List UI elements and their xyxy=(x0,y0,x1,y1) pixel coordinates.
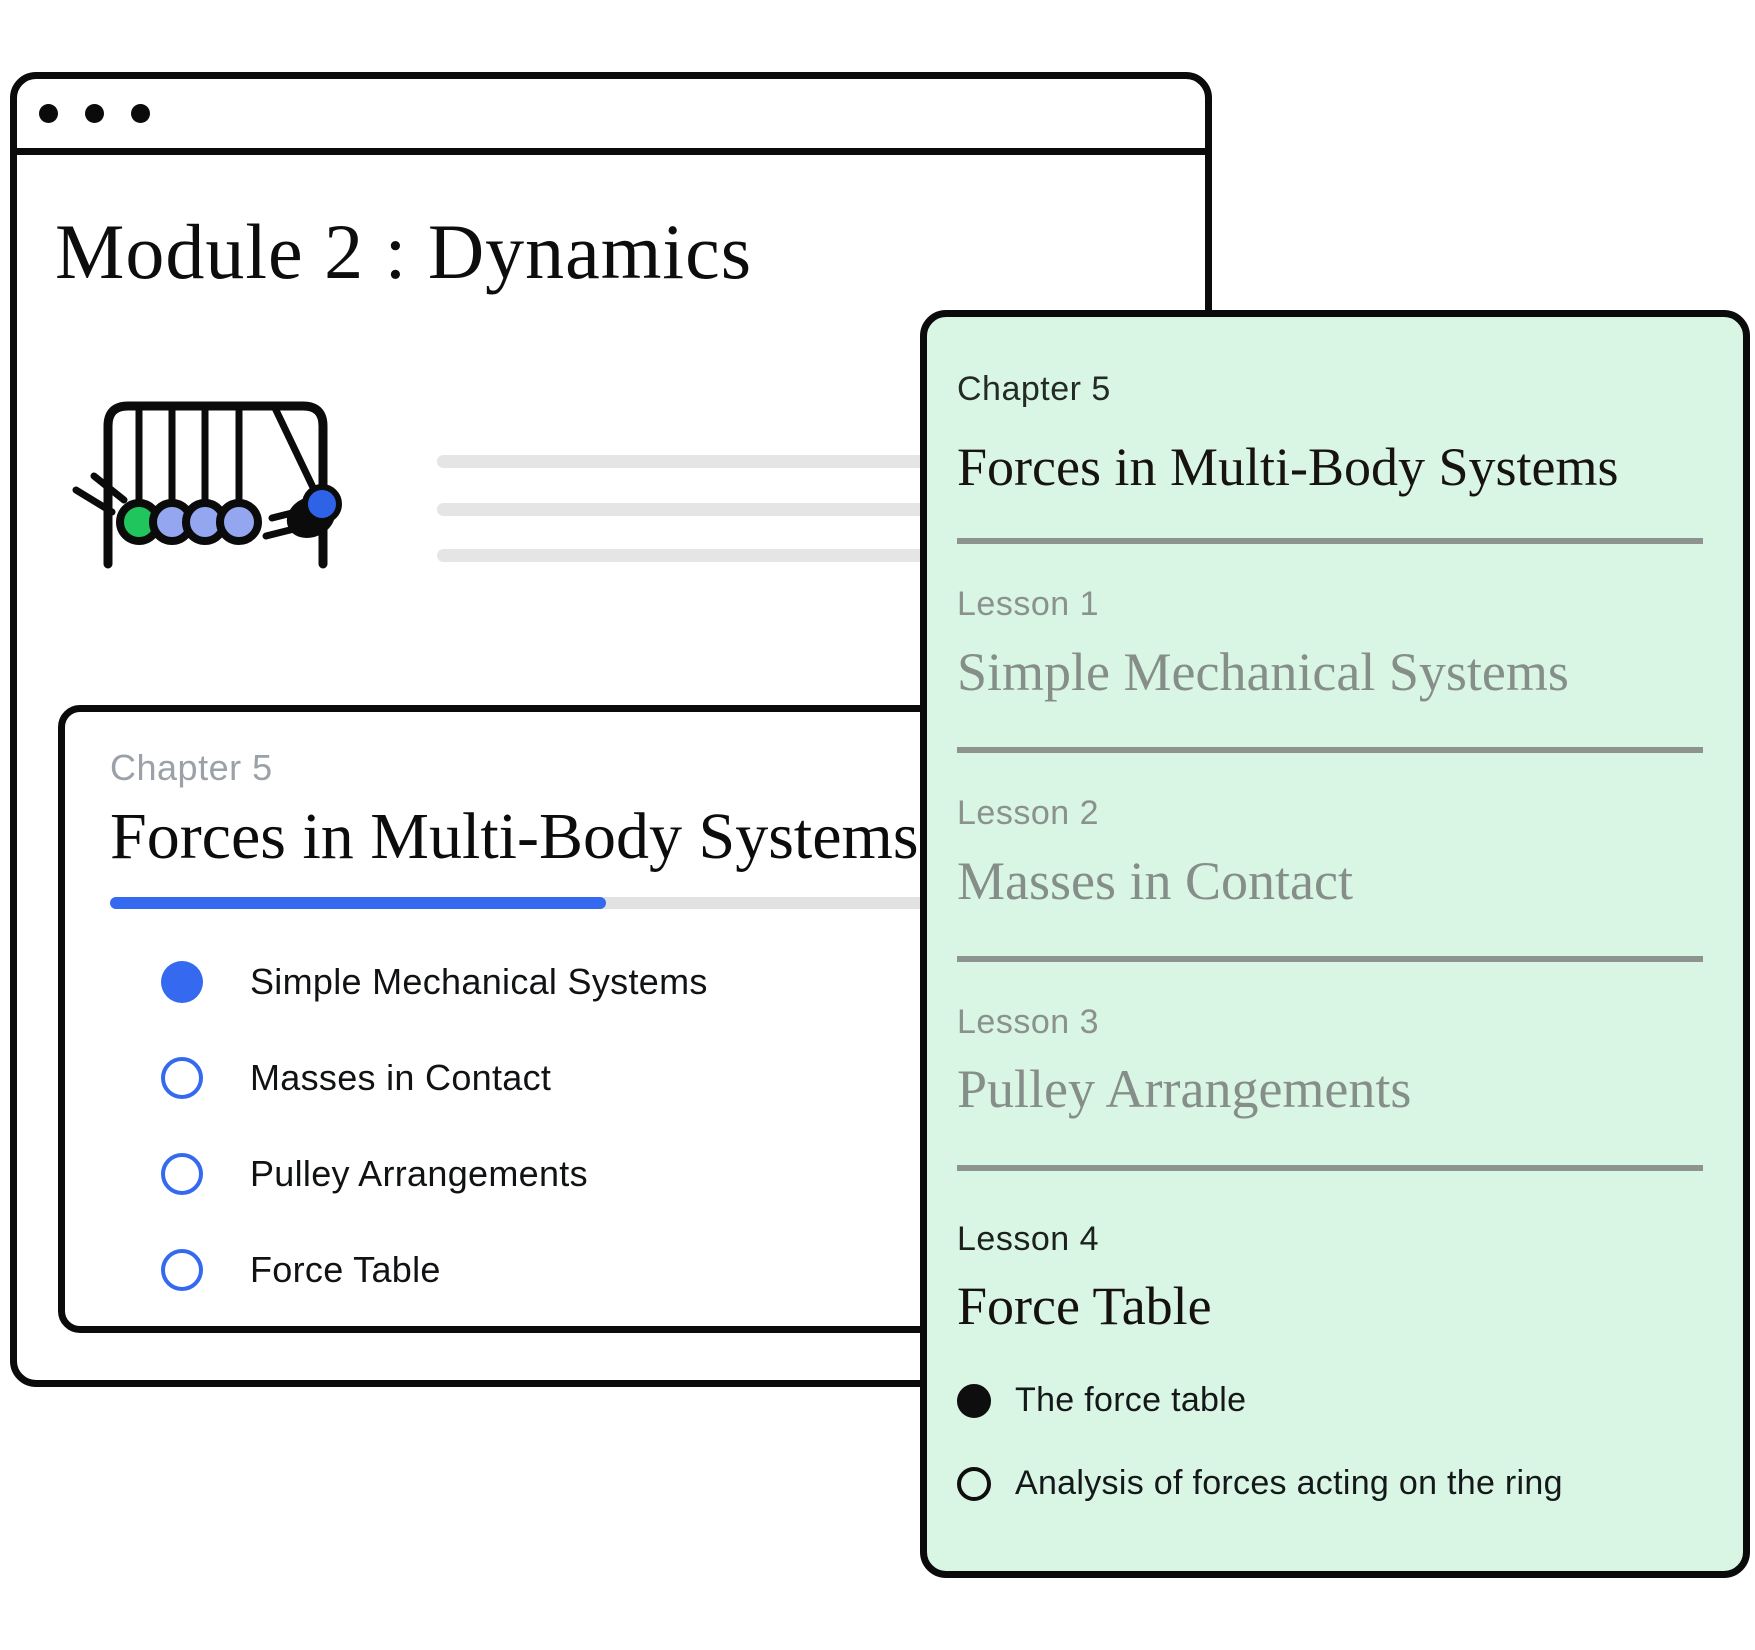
lesson-label: Force Table xyxy=(250,1249,441,1291)
lesson-panel: Chapter 5 Forces in Multi-Body Systems L… xyxy=(920,310,1750,1578)
window-control-dot[interactable] xyxy=(131,104,150,123)
lesson-label: Simple Mechanical Systems xyxy=(250,961,708,1003)
lesson-label: Masses in Contact xyxy=(250,1057,552,1099)
lesson-radio[interactable] xyxy=(161,961,203,1004)
lesson-row[interactable]: Pulley Arrangements xyxy=(110,1131,1101,1217)
panel-title: Forces in Multi-Body Systems xyxy=(957,436,1619,497)
lesson-row[interactable]: Masses in Contact xyxy=(110,1035,1101,1121)
cradle-strings xyxy=(135,404,323,506)
lesson-list: Simple Mechanical Systems Masses in Cont… xyxy=(110,939,1101,1313)
panel-divider xyxy=(957,537,1703,544)
panel-divider xyxy=(957,1164,1703,1171)
lesson-item-title: Simple Mechanical Systems xyxy=(957,641,1569,702)
lesson-radio[interactable] xyxy=(161,1153,203,1196)
panel-eyebrow: Chapter 5 xyxy=(957,370,1111,408)
lesson-row[interactable]: Simple Mechanical Systems xyxy=(110,939,1101,1025)
chapter-title: Forces in Multi-Body Systems xyxy=(110,800,919,874)
lesson-item-label: Lesson 2 xyxy=(957,793,1099,832)
chapter-eyebrow: Chapter 5 xyxy=(110,747,273,788)
panel-divider xyxy=(957,746,1703,753)
lesson-item[interactable]: Lesson 2 Masses in Contact xyxy=(957,793,1703,912)
lesson-radio[interactable] xyxy=(161,1249,203,1292)
page-title: Module 2 : Dynamics xyxy=(55,208,753,295)
window-control-dot[interactable] xyxy=(39,104,58,123)
lesson-item-label: Lesson 4 xyxy=(957,1219,1099,1258)
lesson-item[interactable]: Lesson 4 Force Table xyxy=(957,1219,1703,1338)
topic-row[interactable]: Analysis of forces acting on the ring xyxy=(957,1464,1703,1503)
window-control-dot[interactable] xyxy=(85,104,104,123)
blue-ball xyxy=(302,484,342,524)
topic-label: Analysis of forces acting on the ring xyxy=(1015,1464,1563,1503)
panel-divider xyxy=(957,955,1703,962)
topic-bullet[interactable] xyxy=(957,1466,991,1501)
newtons-cradle-illustration xyxy=(72,401,342,569)
cradle-frame xyxy=(103,401,328,569)
chapter-progressbar xyxy=(110,897,1101,910)
lesson-item-title: Masses in Contact xyxy=(957,850,1353,911)
topic-bullet[interactable] xyxy=(957,1383,991,1418)
lesson-row[interactable]: Force Table xyxy=(110,1227,1101,1313)
motion-lines-left xyxy=(72,472,128,516)
window-titlebar xyxy=(17,79,1205,155)
lesson-item[interactable]: Lesson 1 Simple Mechanical Systems xyxy=(957,584,1703,703)
progress-fill xyxy=(110,897,606,910)
lesson-item[interactable]: Lesson 3 Pulley Arrangements xyxy=(957,1002,1703,1121)
lesson-item-label: Lesson 1 xyxy=(957,584,1099,623)
topic-label: The force table xyxy=(1015,1381,1247,1420)
lesson-label: Pulley Arrangements xyxy=(250,1153,588,1195)
lesson-item-title: Force Table xyxy=(957,1276,1212,1337)
topic-row[interactable]: The force table xyxy=(957,1381,1703,1420)
periwinkle-ball xyxy=(216,499,262,545)
lesson-item-label: Lesson 3 xyxy=(957,1002,1099,1041)
lesson-item-title: Pulley Arrangements xyxy=(957,1059,1412,1120)
lesson-radio[interactable] xyxy=(161,1057,203,1100)
